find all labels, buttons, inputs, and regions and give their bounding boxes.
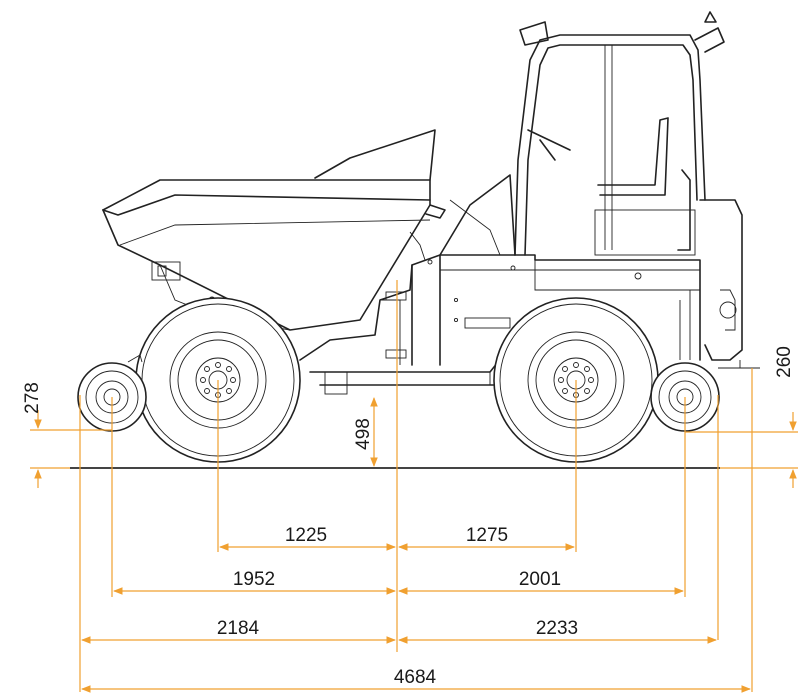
operator-cab (514, 11, 743, 361)
dim-label-1952: 1952 (233, 569, 275, 590)
rear-roller-wheel (650, 360, 760, 432)
dim-label-498: 498 (353, 418, 374, 450)
dim-label-260: 260 (774, 346, 795, 378)
dim-label-1225: 1225 (285, 525, 327, 546)
dim-label-4684: 4684 (394, 667, 437, 688)
dumper-vehicle (70, 11, 760, 469)
dim-label-278: 278 (22, 382, 43, 414)
dim-label-2233: 2233 (536, 618, 578, 639)
dim-label-1275: 1275 (466, 525, 508, 546)
dim-label-2184: 2184 (217, 618, 260, 639)
dim-label-2001: 2001 (519, 569, 561, 590)
dimension-lines (30, 280, 798, 693)
dimension-labels: 1225 1275 1952 2001 2184 2233 4684 278 4… (22, 346, 795, 688)
